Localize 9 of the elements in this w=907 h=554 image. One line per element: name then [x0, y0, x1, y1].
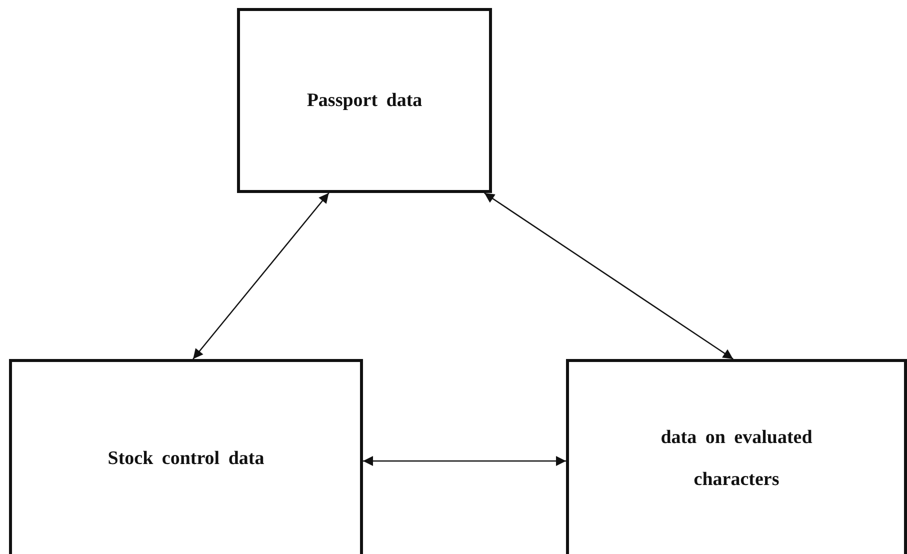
arrow	[484, 192, 734, 360]
box	[237, 8, 492, 193]
box	[9, 359, 363, 554]
box	[566, 359, 907, 554]
box-label: Stock control data	[108, 447, 264, 472]
box-label: data on evaluated characters	[660, 426, 814, 492]
arrow	[363, 456, 566, 466]
arrow	[192, 192, 330, 360]
box-label: Passport data	[306, 88, 422, 113]
